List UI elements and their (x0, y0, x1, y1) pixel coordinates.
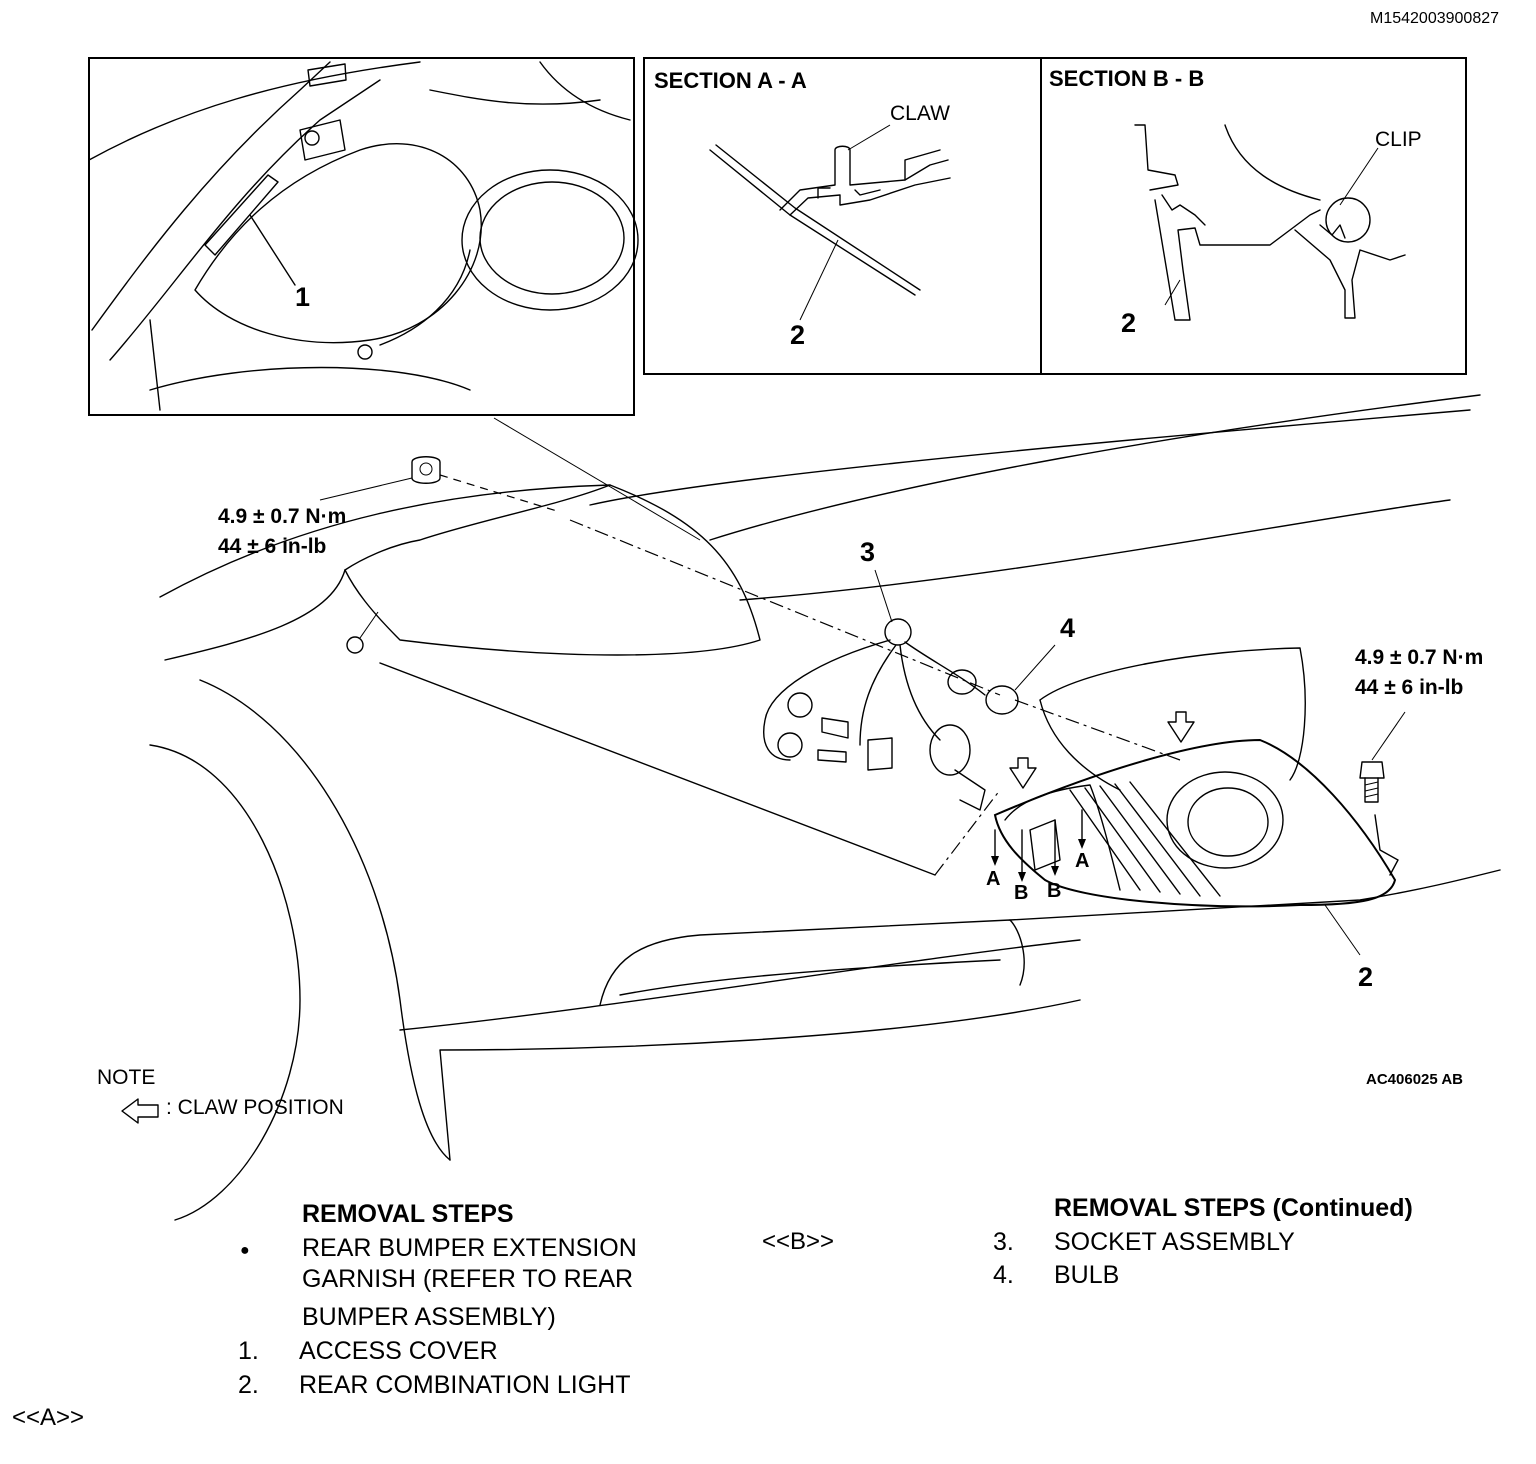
rear-combination-light (993, 738, 1399, 908)
claw-arrow-left (1009, 757, 1037, 789)
section-mark-b-left: B (1014, 882, 1029, 904)
step-3-text: SOCKET ASSEMBLY (1054, 1228, 1295, 1256)
step-4-text: BULB (1054, 1261, 1120, 1289)
step-2-mark: <<A>> (12, 1404, 85, 1431)
bullet-icon: ● (240, 1242, 250, 1259)
socket-assembly (763, 569, 1056, 811)
step-2-text: REAR COMBINATION LIGHT (299, 1371, 631, 1399)
section-mark-a-left: A (986, 868, 1001, 890)
step-3-number: 3. (993, 1228, 1014, 1256)
inset-callout-1: 1 (295, 282, 311, 312)
callout-3: 3 (860, 537, 876, 567)
stud (346, 611, 379, 654)
section-views-frame (643, 57, 1467, 375)
bolt (1359, 711, 1406, 803)
step-3-mark: <<B>> (762, 1228, 835, 1255)
section-markers (991, 809, 1086, 882)
art-code: AC406025 AB (1366, 1071, 1463, 1088)
torque-right-nm: 4.9 ± 0.7 N·m (1355, 646, 1484, 669)
claw-position-arrow-icon (121, 1098, 159, 1124)
removal-steps-cont-title: REMOVAL STEPS (Continued) (1054, 1194, 1413, 1222)
torque-spec-left: 4.9 ± 0.7 N·m 44 ± 6 in-lb (218, 502, 346, 562)
section-b-callout-2: 2 (1121, 308, 1137, 338)
garnish-line-2: GARNISH (REFER TO REAR (302, 1265, 634, 1293)
torque-left-nm: 4.9 ± 0.7 N·m (218, 505, 347, 528)
car-body (149, 394, 1501, 1221)
step-1-number: 1. (238, 1337, 259, 1365)
torque-right-inlb: 44 ± 6 in-lb (1355, 676, 1464, 699)
garnish-line-1: REAR BUMPER EXTENSION (302, 1234, 637, 1262)
clip-label: CLIP (1375, 128, 1422, 151)
step-1-text: ACCESS COVER (299, 1337, 498, 1365)
callout-2: 2 (1358, 962, 1374, 992)
section-b-title: SECTION B - B (1049, 66, 1205, 91)
garnish-line-3: BUMPER ASSEMBLY) (302, 1303, 556, 1331)
callout-4: 4 (1060, 613, 1076, 643)
torque-spec-right: 4.9 ± 0.7 N·m 44 ± 6 in-lb (1355, 643, 1483, 703)
section-a-drawing (709, 124, 951, 321)
step-2-number: 2. (238, 1371, 259, 1399)
torque-left-inlb: 44 ± 6 in-lb (218, 535, 327, 558)
note-title: NOTE (97, 1066, 156, 1089)
section-mark-a-right: A (1075, 850, 1090, 872)
note-text: : CLAW POSITION (166, 1096, 344, 1119)
inset-access-cover (88, 57, 639, 416)
section-mark-b-right: B (1047, 880, 1062, 902)
section-a-title: SECTION A - A (654, 68, 807, 93)
removal-steps-title: REMOVAL STEPS (302, 1200, 514, 1228)
step-4-number: 4. (993, 1261, 1014, 1289)
claw-label: CLAW (890, 102, 950, 125)
section-a-callout-2: 2 (790, 320, 806, 350)
clip-nut (319, 456, 441, 501)
figure-id: M1542003900827 (1370, 10, 1500, 27)
claw-arrow-right (1167, 711, 1195, 743)
section-b-drawing (1134, 124, 1406, 321)
